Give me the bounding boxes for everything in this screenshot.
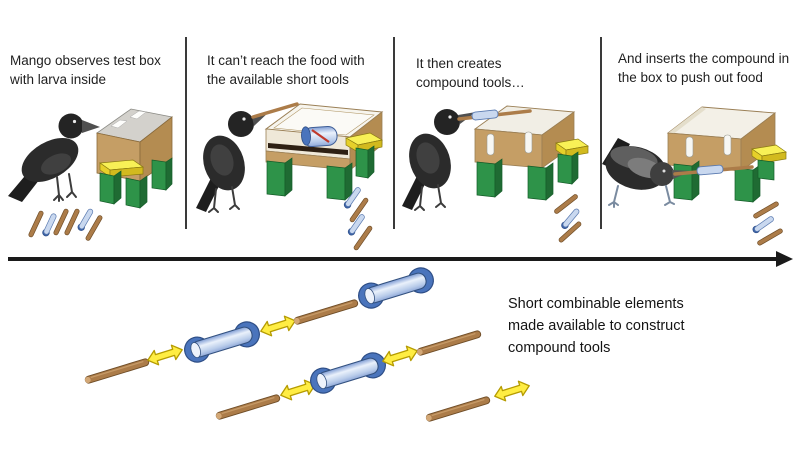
compound-tool-icon xyxy=(457,109,532,121)
beak-icon xyxy=(672,170,692,179)
connector-tube-icon xyxy=(471,109,499,121)
food-tray-icon xyxy=(99,159,144,178)
front-slot-icon xyxy=(524,131,533,154)
interior-wall xyxy=(668,107,706,135)
combinable-elements-row-1 xyxy=(83,264,438,385)
timeline-arrow-icon xyxy=(8,251,793,267)
panel-3-caption: It then creates compound tools… xyxy=(416,54,525,92)
combinable-elements-extra xyxy=(424,377,533,423)
crow-icon xyxy=(196,102,299,213)
panel-2-caption-line-2: the available short tools xyxy=(207,72,349,88)
crow-icon xyxy=(402,109,476,211)
stick-icon xyxy=(214,393,282,421)
eye-icon xyxy=(242,117,246,121)
shelf-icon xyxy=(268,143,348,155)
front-slot-icon xyxy=(723,134,732,156)
beak-icon xyxy=(252,111,270,126)
combine-arrow-icon xyxy=(277,376,319,404)
food-tray-icon xyxy=(555,138,589,158)
panel-1-caption-line-1: Mango observes test box xyxy=(10,53,161,68)
box-legs xyxy=(673,159,775,203)
food-tray-icon xyxy=(345,132,383,153)
top-slot-icon xyxy=(129,110,147,120)
short-tools-icon xyxy=(553,193,583,244)
beak-icon xyxy=(82,120,100,133)
bottom-label-line-3: compound tools xyxy=(508,339,611,356)
panel-divider-3 xyxy=(600,37,602,229)
box-legs xyxy=(99,157,173,209)
test-box-icon xyxy=(264,103,384,201)
crow-icon xyxy=(602,138,692,208)
panel-3-illustration xyxy=(402,105,589,244)
crow-icon xyxy=(8,113,100,202)
connector-tube-icon xyxy=(696,164,724,176)
bottom-label-line-1: Short combinable elements xyxy=(508,296,684,312)
top-slot-icon xyxy=(110,119,128,129)
combine-arrow-icon xyxy=(257,312,299,340)
panel-3-caption-line-2: compound tools… xyxy=(416,75,525,91)
food-container-icon xyxy=(301,125,338,148)
bottom-label: Short combinable elements made available… xyxy=(508,294,685,359)
panel-4-caption-line-1: And inserts the compound in xyxy=(618,51,790,66)
panel-divider-2 xyxy=(393,37,395,229)
combine-arrow-icon xyxy=(144,341,186,369)
combine-arrow-icon xyxy=(379,342,421,370)
eye-icon xyxy=(72,119,77,124)
test-box-icon xyxy=(666,106,787,203)
panel-4-illustration xyxy=(602,106,787,247)
stick-icon xyxy=(424,395,492,423)
bottom-label-line-2: made available to construct xyxy=(508,317,685,334)
box-legs xyxy=(476,151,579,201)
stick-icon xyxy=(83,357,151,385)
panel-divider-1 xyxy=(185,37,187,229)
combinable-elements-row-2 xyxy=(214,329,483,421)
panel-2-caption-line-1: It can’t reach the food with xyxy=(207,53,365,68)
combine-arrow-icon xyxy=(491,377,533,405)
eye-icon xyxy=(448,115,452,119)
test-box-icon xyxy=(473,105,589,201)
front-slot-icon xyxy=(685,136,694,158)
panel-1-caption-line-2: with larva inside xyxy=(10,72,107,88)
panel-4-caption: And inserts the compound in the box to p… xyxy=(618,49,789,87)
connector-tube-icon xyxy=(306,349,390,397)
panel-3-caption-line-1: It then creates xyxy=(416,56,502,71)
panel-1-illustration xyxy=(8,108,173,242)
connector-tube-icon xyxy=(354,264,438,312)
eye-icon xyxy=(662,169,666,173)
panel-2-caption: It can’t reach the food with the availab… xyxy=(207,51,365,89)
front-slot-icon xyxy=(486,133,495,156)
connector-tube-icon xyxy=(180,318,264,366)
test-box-icon xyxy=(96,108,173,209)
short-tools-icon xyxy=(751,200,784,247)
panel-4-caption-line-2: the box to push out food xyxy=(618,70,763,86)
short-tools-icon xyxy=(342,185,374,252)
panel-1-caption: Mango observes test box with larva insid… xyxy=(10,51,161,89)
stick-icon xyxy=(415,329,483,357)
compound-tool-icon xyxy=(673,164,754,176)
short-tools-icon xyxy=(27,207,104,242)
panel-2-illustration xyxy=(196,102,384,252)
larva-icon xyxy=(311,129,330,143)
food-tray-icon xyxy=(751,144,787,164)
stick-icon xyxy=(292,298,360,326)
short-stick-tool-icon xyxy=(251,102,299,119)
beak-icon xyxy=(458,112,476,124)
box-legs xyxy=(266,145,375,201)
